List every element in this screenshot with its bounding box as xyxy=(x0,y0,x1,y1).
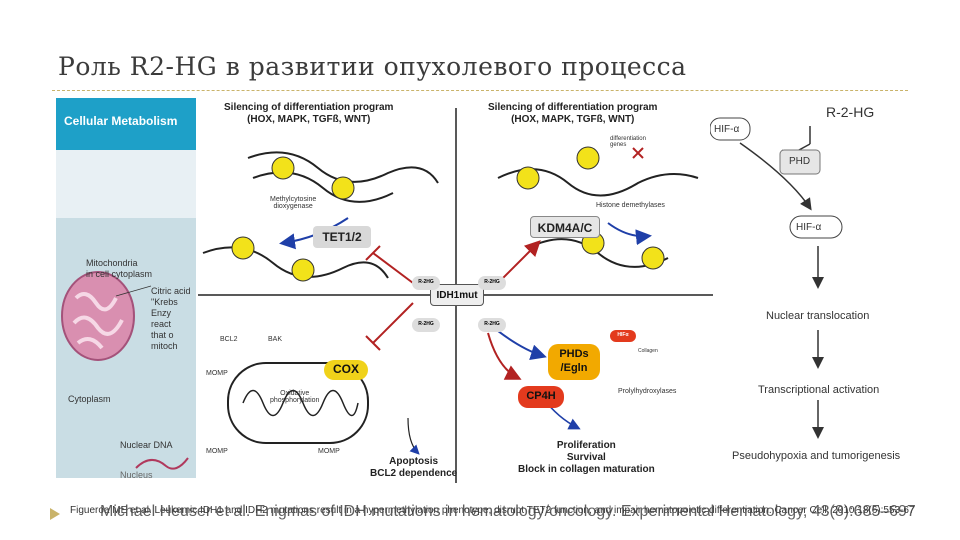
momp-label-3: MOMP xyxy=(318,448,340,455)
r2hg-pathway-label: R-2-HG xyxy=(826,104,875,120)
cp4h-box: CP4H xyxy=(518,386,564,408)
r2hg-node-br: R-2HG xyxy=(478,318,506,332)
tr-title: Silencing of differentiation program(HOX… xyxy=(488,102,658,125)
slide-title: Роль R2-HG в развитии опухолевого процес… xyxy=(58,52,687,81)
bak-label: BAK xyxy=(268,336,283,343)
cytoplasm-label: Cytoplasm xyxy=(68,394,111,404)
cell-figure-header: Cellular Metabolism xyxy=(56,98,196,150)
hif-mid-label: HIF-α xyxy=(796,222,822,233)
idh1mut-center-box: IDH1mut xyxy=(430,284,484,306)
r2hg-node-tr: R-2HG xyxy=(478,276,506,290)
mitochondrion-illustration xyxy=(61,271,189,470)
prolyl-label: Prolylhydroxylases xyxy=(618,388,677,395)
step-pseudohypoxia: Pseudohypoxia and tumorigenesis xyxy=(732,450,901,462)
hif-top-label: HIF-α xyxy=(714,124,740,135)
step-nuclear-translocation: Nuclear translocation xyxy=(766,310,870,322)
kdm-enzyme-box: KDM4A/C xyxy=(530,216,600,238)
momp-label-2: MOMP xyxy=(206,448,228,455)
idh-mechanism-diagram: Silencing of differentiation program(HOX… xyxy=(198,98,713,488)
histone-label: Histone demethylases xyxy=(596,202,665,209)
phds-box: PHDs/Egln xyxy=(548,344,600,380)
diagram-graphics xyxy=(198,108,713,483)
footer-citation: Figueroa ME et al. Leukemic IDH1 and IDH… xyxy=(70,505,915,516)
cox-box: COX xyxy=(324,360,368,380)
nuclear-dna-label: Nuclear DNA xyxy=(120,440,173,450)
momp-label-1: MOMP xyxy=(206,370,228,377)
nucleus-label: Nucleus xyxy=(120,470,153,478)
collagen-label: Collagen xyxy=(638,348,658,354)
tet-enzyme-box: TET1/2 xyxy=(313,226,371,248)
r2hg-node-tl: R-2HG xyxy=(412,276,440,290)
tl-title: Silencing of differentiation program(HOX… xyxy=(224,102,394,125)
phd-label: PHD xyxy=(789,156,811,167)
footer-overlay-citation: Michael Heuser et al. Enigmas of IDH mut… xyxy=(100,503,916,520)
footer-bullet-icon xyxy=(50,508,60,520)
r2hg-node-bl: R-2HG xyxy=(412,318,440,332)
hif-box: HIFα xyxy=(610,330,636,342)
hif-pathway-arrows xyxy=(710,117,843,439)
title-divider xyxy=(52,90,908,91)
bcl2-label: BCL2 xyxy=(220,336,238,343)
step-transcriptional-activation: Transcriptional activation xyxy=(758,384,880,396)
